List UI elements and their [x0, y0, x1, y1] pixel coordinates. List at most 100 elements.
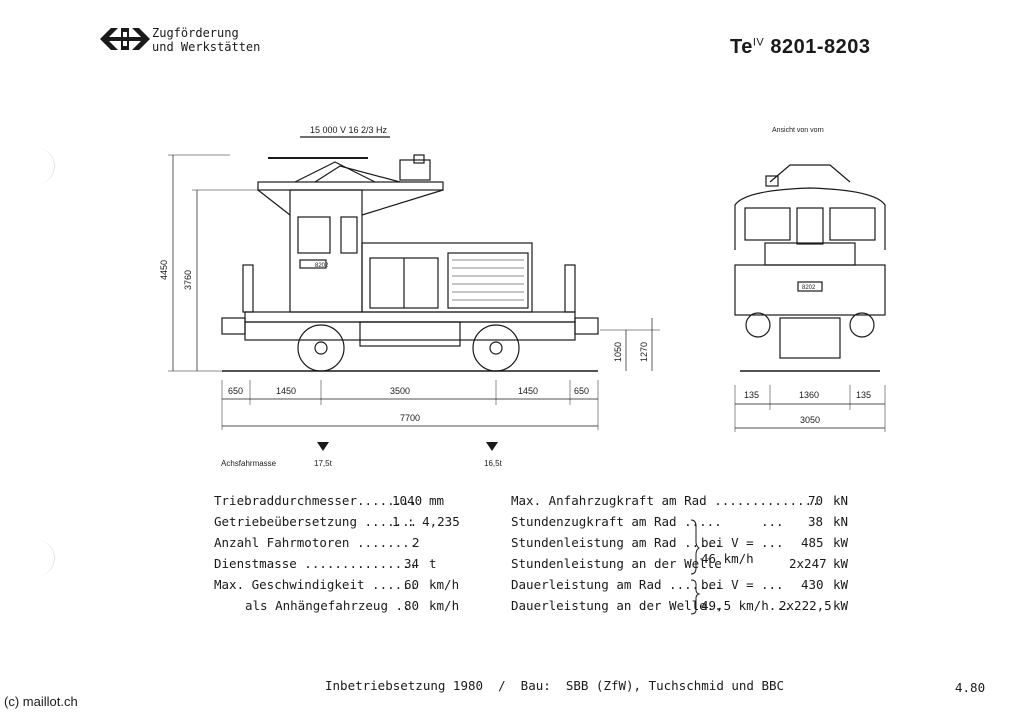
axle2-marker-icon [486, 442, 498, 451]
organization-name: Zugförderung und Werkstätten [152, 26, 260, 54]
spec-unit: mm [429, 493, 445, 508]
dim-height-total: 4450 [159, 260, 169, 280]
side-view: 8202 4450 3760 [159, 154, 660, 468]
cab-roof [257, 181, 444, 191]
spec-value: 2 [412, 535, 420, 550]
hour-bei-label: bei V = [701, 535, 754, 550]
spec-unit: kN [833, 514, 849, 529]
spec-value: 80 [404, 598, 420, 613]
dim-length-total: 7700 [400, 413, 420, 423]
spec-value: 485 [801, 535, 824, 550]
cab-body [289, 189, 363, 313]
speed-dots: ... [761, 535, 784, 550]
spec-label: Dauerleistung an der Welle.. [511, 598, 722, 613]
dim-seg3: 3500 [390, 386, 410, 396]
spec-value: 70 [808, 493, 824, 508]
date-code: 4.80 [955, 680, 986, 695]
front-pantograph [769, 164, 851, 183]
org-line1: Zugförderung [152, 26, 239, 40]
dim-seg2: 1450 [276, 386, 296, 396]
dim-seg1: 650 [228, 386, 243, 396]
dim-height-1270: 1270 [639, 342, 649, 362]
brace-icon [690, 519, 701, 615]
dim-height-1050: 1050 [613, 342, 623, 362]
spec-label: Stundenleistung am Rad ..... [511, 535, 722, 550]
spec-value: 1 : 4,235 [392, 514, 460, 529]
spec-value: 430 [801, 577, 824, 592]
spec-unit: kW [833, 556, 849, 571]
spec-unit: t [429, 556, 437, 571]
buffer-right [574, 317, 599, 335]
commissioning-info: Inbetriebsetzung 1980 / Bau: SBB (ZfW), … [325, 678, 785, 693]
model-title: TeIV 8201-8203 [730, 36, 870, 59]
front-dim-seg2: 1360 [799, 390, 819, 400]
wheel-front [297, 324, 345, 372]
org-line2: und Werkstätten [152, 40, 261, 54]
front-dim-seg1: 135 [744, 390, 759, 400]
specs-left-table: Triebraddurchmesser........ 1040 mm Getr… [214, 490, 494, 620]
spec-unit: kW [833, 598, 849, 613]
front-window-left [744, 207, 791, 241]
speed-dots: ... [761, 577, 784, 592]
dim-seg4: 1450 [518, 386, 538, 396]
front-buffer-left [745, 312, 771, 338]
axle-mass-label: Achsfahrmasse [221, 459, 277, 468]
spec-value: 34 [404, 556, 420, 571]
front-hood [764, 242, 856, 266]
spec-label: Triebraddurchmesser........ [214, 493, 418, 508]
axle1-mass: 17,5t [314, 459, 333, 468]
model-prefix: Te [730, 36, 753, 58]
spec-unit: km/h [429, 598, 460, 613]
power-supply-label: 15 000 V 16 2/3 Hz [310, 125, 388, 135]
spec-value: 2x247 [789, 556, 827, 571]
front-view-label: Ansicht von vorn [772, 127, 824, 134]
spec-value: 38 [808, 514, 824, 529]
front-view: Ansicht von vorn 8202 135 1360 135 3050 [734, 127, 886, 432]
spec-unit: km/h [429, 577, 460, 592]
axle2-mass: 16,5t [484, 459, 503, 468]
spec-label: Stundenleistung an der Welle [511, 556, 722, 571]
front-dim-width-total: 3050 [800, 415, 820, 425]
pantograph [268, 154, 431, 183]
cont-bei-label: bei V = [701, 577, 754, 592]
copyright-text: (c) maillot.ch [4, 694, 78, 709]
front-buffer-right [849, 312, 875, 338]
side-number-plate: 8202 [315, 263, 329, 269]
spec-unit: kN [833, 493, 849, 508]
spec-label: Dauerleistung am Rad ....... [511, 577, 722, 592]
front-body [734, 264, 886, 316]
front-cab [734, 187, 886, 250]
fuel-tank [359, 321, 461, 347]
spec-value: 1040 [392, 493, 423, 508]
front-number-plate: 8202 [802, 285, 816, 291]
hour-speed: 46 km/h [701, 551, 754, 566]
spec-value: 60 [404, 577, 420, 592]
radiator-grille [447, 252, 529, 309]
spec-unit: kW [833, 577, 849, 592]
model-class: IV [752, 36, 765, 49]
front-dim-seg3: 135 [856, 390, 871, 400]
sbb-logo-icon [100, 28, 150, 50]
spec-label: Max. Geschwindigkeit ...... [214, 577, 418, 592]
locomotive-drawing: 15 000 V 16 2/3 Hz 8202 [159, 125, 886, 468]
buffer-left [221, 317, 246, 335]
cab-window-side [297, 216, 331, 254]
punch-hole-top [36, 148, 55, 184]
dim-height-cab: 3760 [183, 270, 193, 290]
spec-label: Anzahl Fahrmotoren ........ [214, 535, 418, 550]
front-window-right [829, 207, 876, 241]
main-frame [244, 311, 576, 323]
punch-hole-bottom [36, 540, 55, 576]
spec-label: Getriebeübersetzung ....... [214, 514, 418, 529]
spec-label: Max. Anfahrzugkraft am Rad .............… [511, 493, 820, 508]
cont-speed: 49,5 km/h... [701, 598, 792, 613]
spec-label: Stundenzugkraft am Rad ..... [511, 514, 722, 529]
wheel-rear [472, 324, 520, 372]
axle1-marker-icon [317, 442, 329, 451]
spec-label: als Anhängefahrzeug .. [245, 598, 411, 613]
dim-seg5: 650 [574, 386, 589, 396]
model-numbers: 8201-8203 [770, 36, 871, 58]
cab-window-door [340, 216, 358, 254]
spec-unit: kW [833, 535, 849, 550]
speed-dots: ... [761, 514, 784, 529]
